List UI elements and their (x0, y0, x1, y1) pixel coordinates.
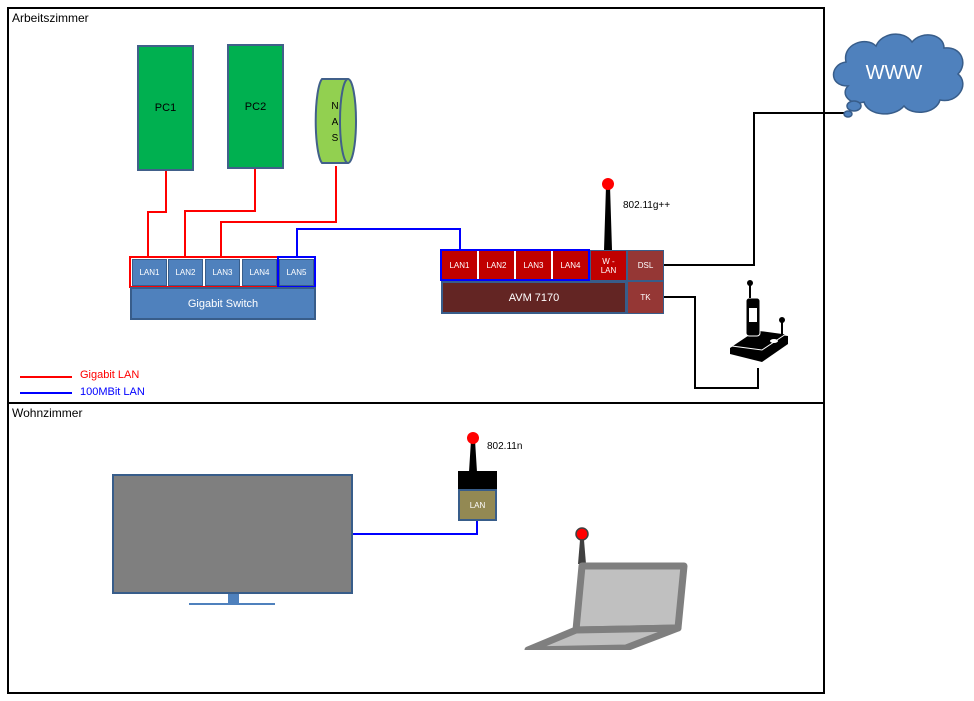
wire-pc1-lan1 (147, 170, 167, 257)
wire-tv-repeater (353, 521, 478, 535)
nas-icon: N A S (314, 78, 357, 164)
router-port-wlan: W - LAN (590, 250, 627, 281)
repeater-top (458, 471, 497, 489)
router-port-tk: TK (627, 281, 664, 314)
repeater-port-lan: LAN (458, 489, 497, 521)
legend-label-gigabit: Gigabit LAN (80, 369, 140, 381)
router-wifi-standard: 802.11g++ (623, 200, 671, 211)
wire-tk-phone (664, 296, 759, 389)
nas-label-a: A (332, 117, 339, 128)
router-port-lan2: LAN2 (479, 251, 514, 279)
laptop-icon (524, 527, 688, 650)
wire-dsl-www (664, 112, 848, 266)
router-antenna-icon (602, 178, 614, 250)
tv-screen (112, 474, 353, 594)
nas-label-n: N (331, 101, 338, 112)
legend-label-fast: 100MBit LAN (80, 386, 145, 398)
router-port-dsl: DSL (627, 250, 664, 281)
cloud-www-icon: WWW (832, 33, 964, 118)
wire-switch-router (296, 228, 461, 257)
repeater-antenna-icon (467, 432, 479, 472)
switch-port-lan4: LAN4 (242, 259, 277, 286)
router-port-lan1: LAN1 (442, 251, 477, 279)
router-port-lan3: LAN3 (516, 251, 551, 279)
tv-stand-neck (228, 594, 239, 603)
wire-nas-lan3 (220, 166, 337, 257)
wire-pc2-lan2 (184, 168, 256, 257)
room-label-wohnzimmer: Wohnzimmer (12, 406, 83, 420)
switch-body: Gigabit Switch (130, 287, 316, 320)
router-body: AVM 7170 (441, 281, 627, 314)
nas-label-s: S (332, 133, 339, 144)
router-port-lan4: LAN4 (553, 251, 588, 279)
cordless-phone-icon (730, 280, 788, 362)
tv-stand-base (189, 603, 275, 605)
switch-port-lan1: LAN1 (132, 259, 167, 286)
room-wohnzimmer (7, 402, 825, 694)
pc2: PC2 (227, 44, 284, 169)
switch-port-lan5: LAN5 (279, 259, 314, 286)
switch-port-lan2: LAN2 (168, 259, 203, 286)
switch-port-lan3: LAN3 (205, 259, 240, 286)
router-lan-outline (440, 249, 590, 281)
cloud-label: WWW (866, 62, 923, 84)
repeater-wifi-standard: 802.11n (487, 441, 523, 452)
pc1: PC1 (137, 45, 194, 171)
room-label-arbeitszimmer: Arbeitszimmer (12, 11, 89, 25)
